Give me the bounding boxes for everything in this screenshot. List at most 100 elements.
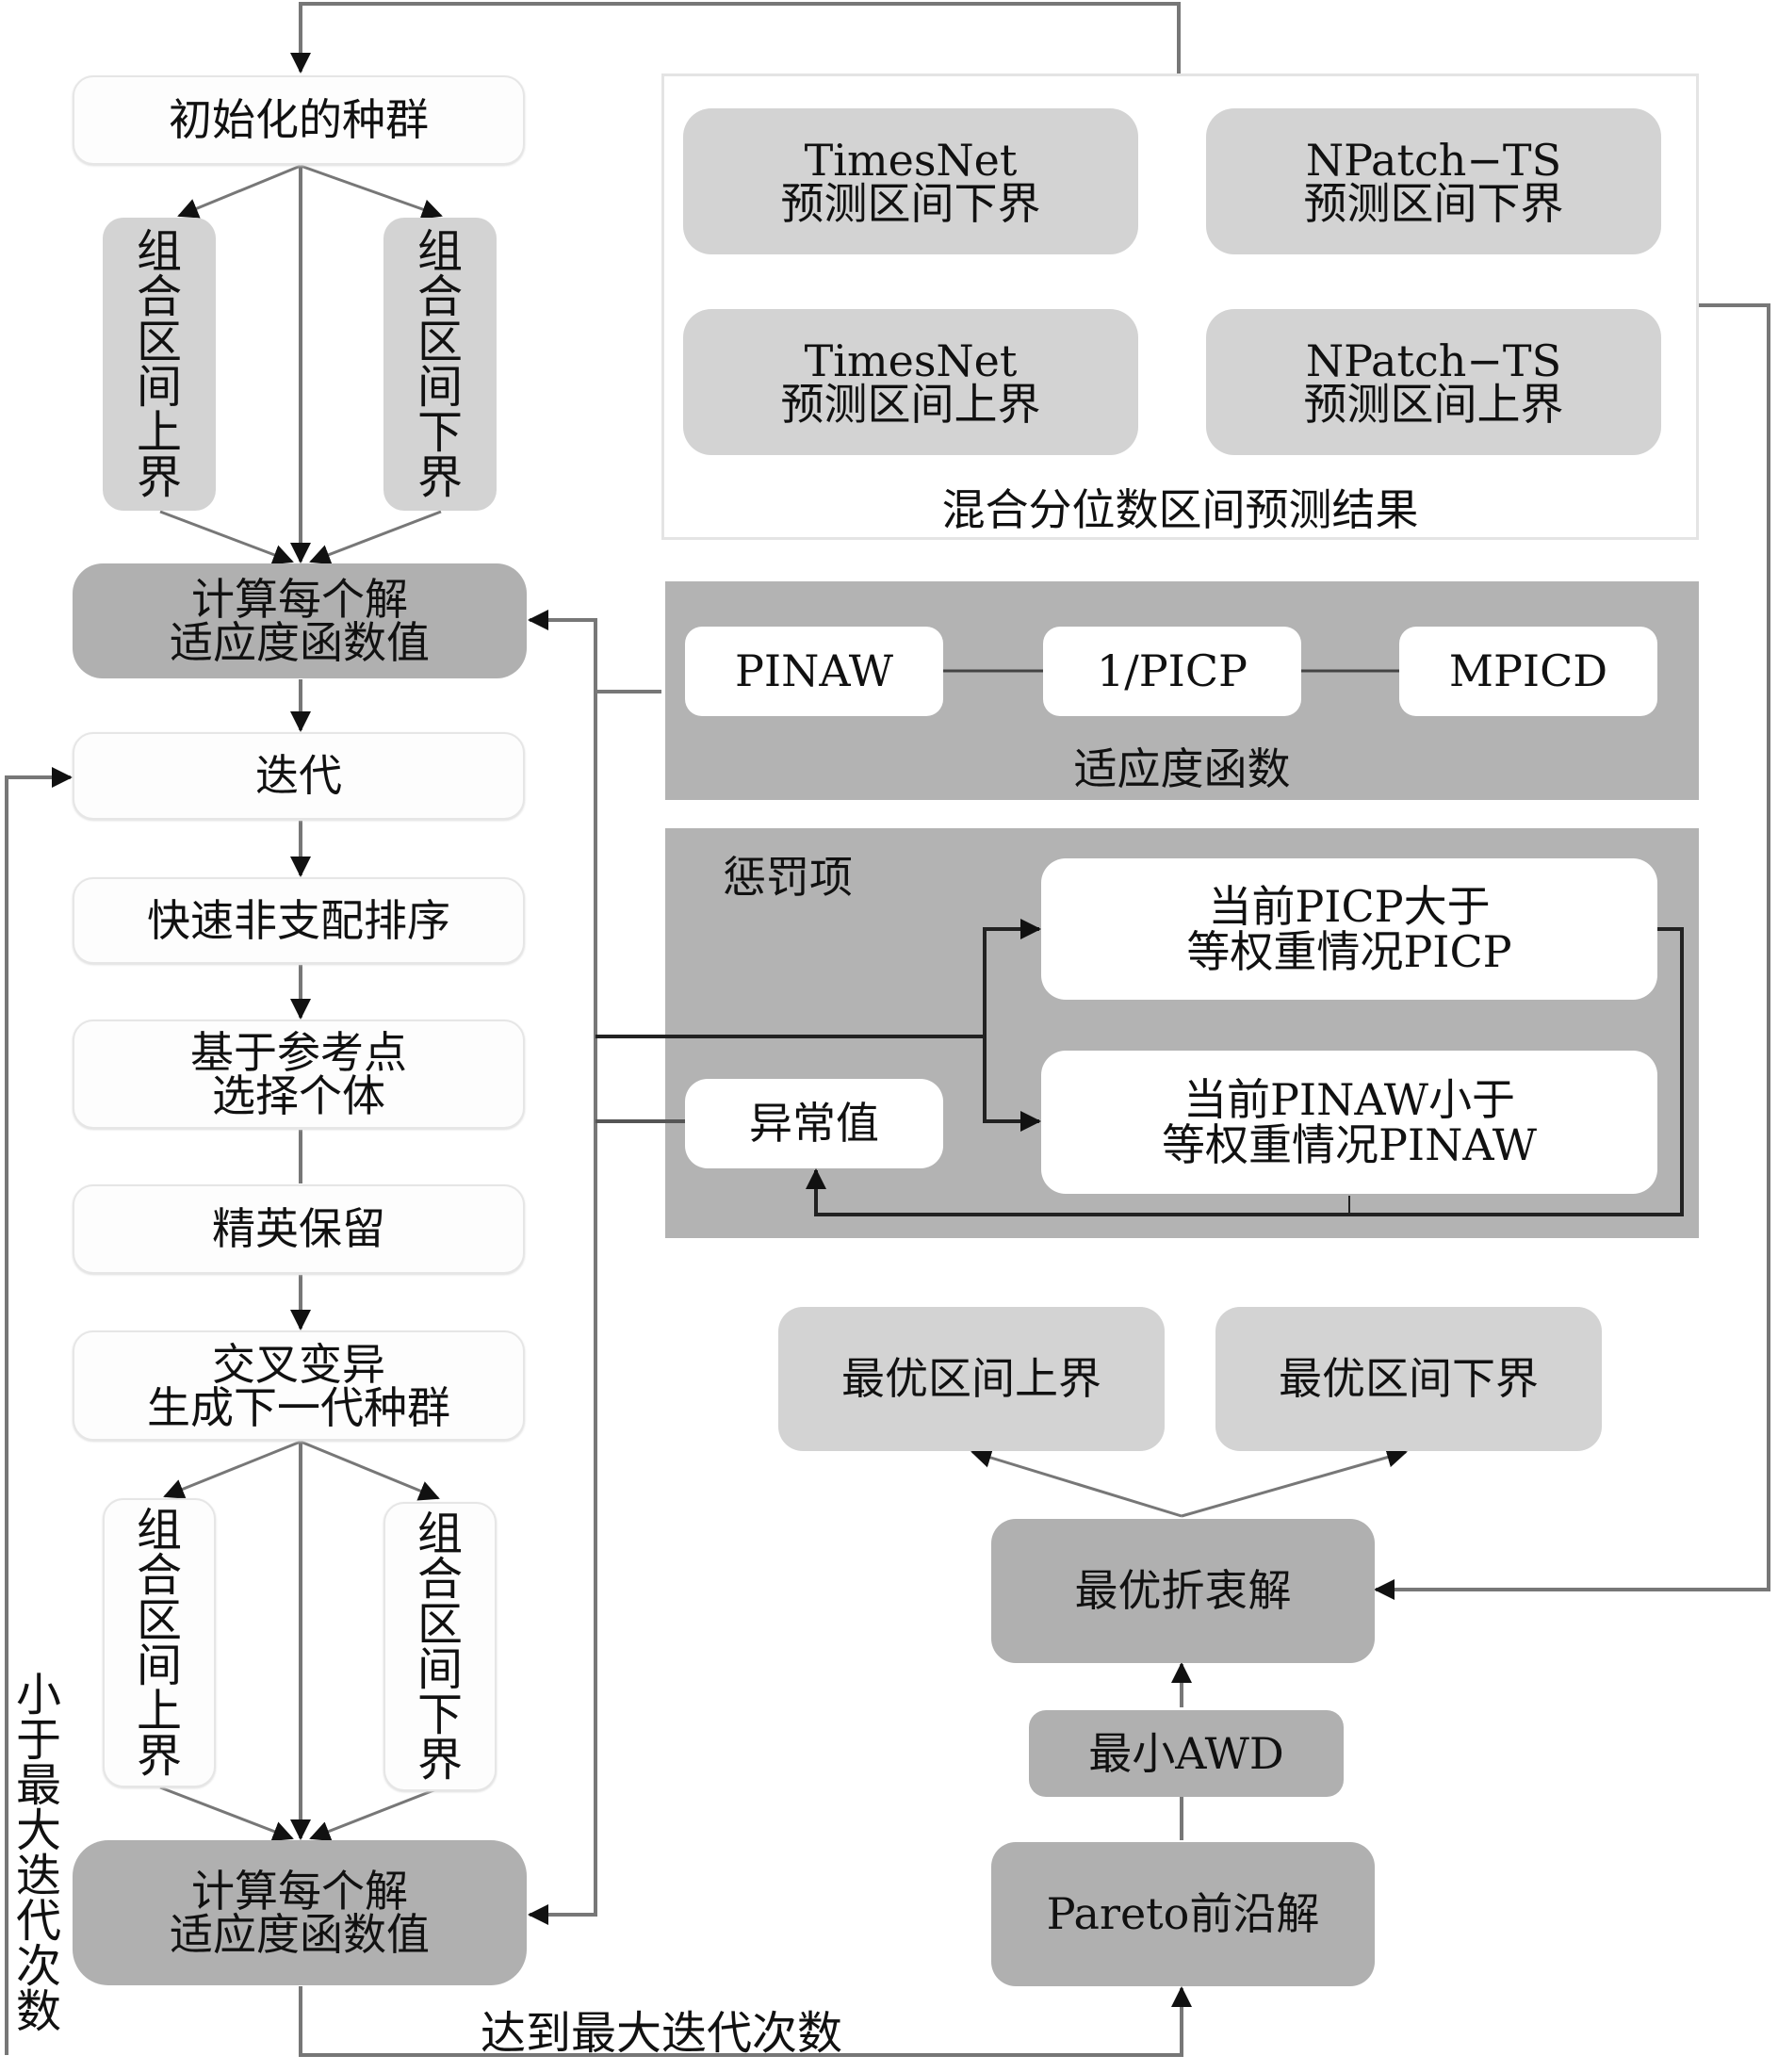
combo-upper-1-char: 界 [136, 450, 182, 504]
crossover-line: 生成下一代种群 [147, 1381, 450, 1433]
fitness-mpicd-label: MPICD [1448, 645, 1608, 697]
combo-lower-2-char: 组 [416, 1507, 463, 1560]
loop-condition-label: 小 于 最 大 迭 代 次 数 [15, 1672, 62, 2034]
npatch-lower-box: NPatch−TS 预测区间下界 [1206, 108, 1661, 254]
connector-compromise-to-lower [1181, 1446, 1408, 1518]
combo-lower-box-2: 组 合 区 间 下 界 [383, 1502, 497, 1791]
loop-label-char: 代 [15, 1895, 61, 1948]
compute-fitness-box-1: 计算每个解 适应度函数值 [73, 563, 527, 678]
connector-exit-to-pareto [299, 1986, 1192, 2057]
init-population-label: 初始化的种群 [169, 94, 429, 146]
best-upper-box: 最优区间上界 [778, 1307, 1165, 1451]
best-lower-label: 最优区间下界 [1279, 1353, 1539, 1405]
iterate-label: 迭代 [255, 750, 342, 802]
fast-sort-box: 快速非支配排序 [73, 877, 525, 964]
timesnet-lower-box: TimesNet 预测区间下界 [683, 108, 1138, 254]
npatch-upper-box: NPatch−TS 预测区间上界 [1206, 309, 1661, 455]
crossover-box: 交叉变异 生成下一代种群 [73, 1330, 525, 1441]
combo-lower-2-char: 间 [416, 1642, 463, 1696]
combo-upper-box-2: 组 合 区 间 上 界 [103, 1498, 216, 1787]
combo-upper-box-1: 组 合 区 间 上 界 [103, 218, 216, 511]
npatch-lower-model: NPatch−TS [1305, 134, 1562, 186]
connector-compromise-to-upper [971, 1447, 1183, 1518]
condition-picp-box: 当前PICP大于 等权重情况PICP [1041, 858, 1657, 1000]
connector-upper1-to-compute1 [159, 510, 294, 565]
combo-lower-1-char: 界 [416, 450, 463, 504]
connector-lower2-to-compute2 [309, 1786, 442, 1841]
combo-lower-1-char: 区 [416, 315, 463, 368]
compute-2-line: 适应度函数值 [170, 1909, 430, 1960]
loop-label-char: 小 [15, 1669, 61, 1721]
loop-label-char: 大 [15, 1804, 61, 1857]
combo-upper-2-char: 界 [136, 1729, 182, 1783]
fitness-pinaw-label: PINAW [734, 645, 893, 697]
outlier-label: 异常值 [749, 1098, 879, 1150]
combo-lower-1-char: 间 [416, 360, 463, 414]
reference-select-box: 基于参考点 选择个体 [73, 1020, 525, 1129]
connector-penalty-to-pinaw [983, 1036, 1041, 1132]
best-lower-box: 最优区间下界 [1215, 1307, 1602, 1451]
npatch-lower-desc: 预测区间下界 [1303, 177, 1564, 229]
ref-select-line: 基于参考点 [190, 1027, 407, 1078]
fitness-group-title: 适应度函数 [1073, 743, 1291, 794]
timesnet-lower-model: TimesNet [804, 134, 1018, 186]
iterate-box: 迭代 [73, 732, 525, 820]
combo-upper-1-char: 区 [136, 315, 182, 368]
condition-picp-line: 等权重情况PICP [1186, 926, 1512, 977]
timesnet-upper-box: TimesNet 预测区间上界 [683, 309, 1138, 455]
combo-lower-2-char: 区 [416, 1597, 463, 1651]
min-awd-box: 最小AWD [1029, 1710, 1344, 1797]
min-awd-label: 最小AWD [1088, 1727, 1284, 1779]
timesnet-lower-desc: 预测区间下界 [780, 177, 1041, 229]
connector-fitness-to-compute [528, 610, 661, 693]
init-population-box: 初始化的种群 [73, 75, 525, 165]
elite-box: 精英保留 [73, 1184, 525, 1274]
npatch-upper-model: NPatch−TS [1305, 334, 1562, 386]
pareto-front-label: Pareto前沿解 [1046, 1888, 1320, 1940]
exit-condition-label: 达到最大迭代次数 [481, 2007, 843, 2060]
compute-1-line: 适应度函数值 [170, 617, 430, 668]
fitness-picp-label: 1/PICP [1096, 645, 1248, 697]
timesnet-upper-model: TimesNet [804, 334, 1018, 386]
loop-label-char: 最 [15, 1759, 61, 1812]
loop-label-char: 数 [15, 1985, 61, 2038]
connector-cross-to-upper2 [163, 1440, 302, 1499]
fast-sort-label: 快速非支配排序 [147, 894, 450, 946]
combo-lower-2-char: 界 [416, 1733, 463, 1786]
combo-upper-2-char: 区 [136, 1593, 182, 1647]
fitness-pinaw-box: PINAW [685, 627, 943, 716]
connector-upper2-to-compute2 [159, 1786, 294, 1842]
compute-fitness-box-2: 计算每个解 适应度函数值 [73, 1840, 527, 1985]
combo-lower-box-1: 组 合 区 间 下 界 [383, 218, 497, 511]
condition-pinaw-line: 当前PINAW小于 [1183, 1073, 1515, 1125]
penalty-group-title: 惩罚项 [723, 852, 853, 903]
loop-label-char: 迭 [15, 1850, 61, 1902]
ref-select-line: 选择个体 [212, 1070, 385, 1121]
combo-upper-1-char: 上 [136, 405, 182, 459]
loop-label-char: 于 [15, 1714, 61, 1767]
connector-init-to-upper1 [177, 164, 302, 219]
combo-upper-2-char: 间 [136, 1639, 182, 1692]
prediction-group-title: 混合分位数区间预测结果 [941, 484, 1419, 535]
elite-label: 精英保留 [212, 1203, 385, 1255]
combo-lower-1-char: 组 [416, 224, 463, 278]
connector-lower1-to-compute1 [309, 510, 442, 565]
combo-upper-1-char: 组 [136, 224, 182, 278]
npatch-upper-desc: 预测区间上界 [1303, 378, 1564, 430]
connector-init-to-lower1 [300, 164, 443, 220]
combo-lower-2-char: 合 [416, 1552, 463, 1606]
connector-loop-back [5, 767, 73, 2055]
connector-conditions-to-outlier [806, 927, 1684, 1216]
fitness-mpicd-box: MPICD [1399, 627, 1657, 716]
crossover-line: 交叉变异 [212, 1338, 385, 1390]
combo-lower-1-char: 合 [416, 269, 463, 323]
condition-pinaw-line: 等权重情况PINAW [1161, 1119, 1537, 1170]
combo-upper-2-char: 组 [136, 1503, 182, 1557]
connector-feedback-to-compute2 [528, 692, 597, 1925]
combo-upper-1-char: 合 [136, 269, 182, 323]
connector-pred-to-compromise [1374, 303, 1770, 1600]
